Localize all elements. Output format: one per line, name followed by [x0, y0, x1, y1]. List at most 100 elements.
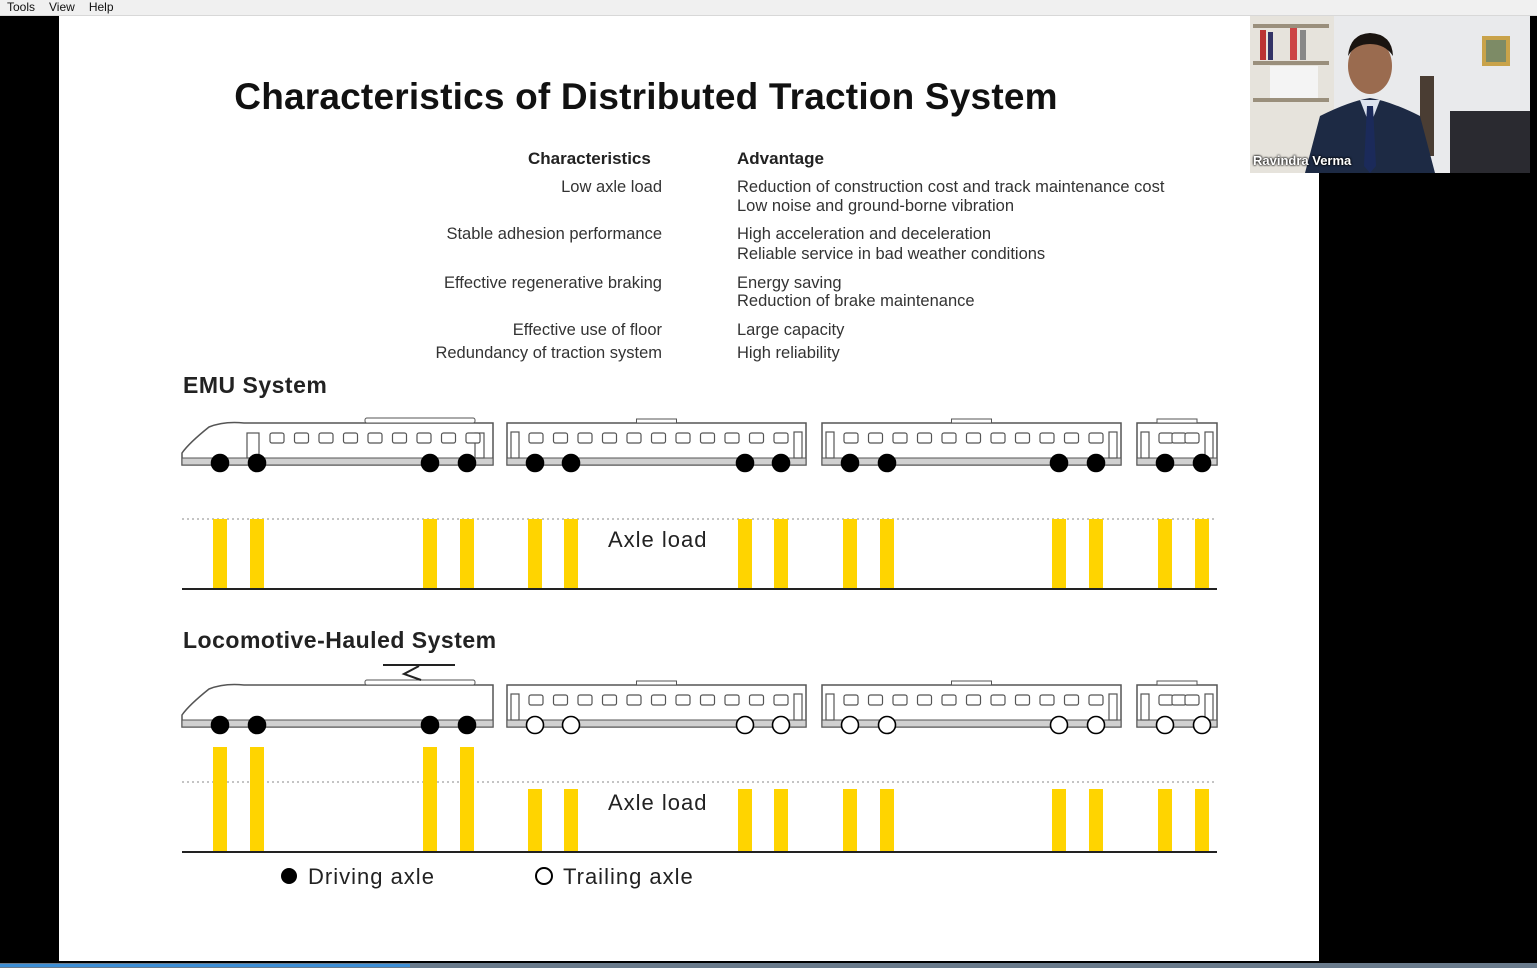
characteristic-3: Effective regenerative braking: [444, 274, 662, 292]
car-roof-unit-2: [636, 680, 677, 686]
advantage-1b: Low noise and ground-borne vibration: [737, 197, 1015, 215]
trailing-axle-marker: [1049, 715, 1069, 735]
advantage-1a: Reduction of construction cost and track…: [737, 178, 1165, 196]
emu-lead-car-skirt: [181, 457, 494, 466]
driving-axle-marker: [210, 453, 230, 473]
emu-heading: EMU System: [183, 372, 328, 398]
axle-load-bar: [528, 789, 542, 852]
car-window-2: [675, 694, 691, 706]
driving-axle-marker: [525, 453, 545, 473]
participant-video-tile[interactable]: Ravindra Verma: [1250, 16, 1530, 173]
trailing-axle-marker: [840, 715, 860, 735]
menu-view[interactable]: View: [49, 0, 75, 14]
car-skirt-4: [1136, 457, 1218, 466]
traction-diagram: Axle load Axle load Driving axle Trailin…: [181, 417, 1218, 889]
emu-lead-car-window: [465, 432, 481, 444]
car-door-2: [510, 693, 520, 721]
emu-lead-car-window: [269, 432, 285, 444]
trailing-axle-marker: [877, 715, 897, 735]
axle-load-bar: [460, 747, 474, 852]
car-window-3: [990, 432, 1006, 444]
driving-axle-marker: [735, 453, 755, 473]
emu-lead-car-window: [318, 432, 334, 444]
car-window-2: [601, 432, 618, 444]
driving-axle-marker: [457, 715, 477, 735]
driving-axle-marker: [1049, 453, 1069, 473]
characteristic-4: Effective use of floor: [512, 321, 662, 339]
status-strip: [0, 963, 1537, 968]
driving-axle-marker: [1155, 453, 1175, 473]
menu-tools[interactable]: Tools: [7, 0, 36, 14]
axle-load-bar: [213, 747, 227, 852]
driving-axle-marker: [561, 453, 581, 473]
advantage-3b: Reduction of brake maintenance: [737, 292, 975, 310]
car-door-4: [1140, 693, 1150, 721]
car-window-3: [892, 432, 908, 444]
axle-load-bar: [423, 747, 437, 852]
driving-axle-marker: [247, 715, 267, 735]
car-window-2: [724, 694, 740, 706]
car-door-3: [1108, 693, 1118, 721]
emu-train-illustration: [181, 417, 1218, 473]
car-door-2: [510, 431, 520, 459]
axle-load-bar: [460, 519, 474, 589]
axle-load-bar: [774, 789, 788, 852]
axle-load-bar: [250, 747, 264, 852]
driving-axle-marker: [210, 715, 230, 735]
emu-lead-car-window: [416, 432, 432, 444]
car-roof-unit-3: [951, 680, 992, 686]
car-skirt-3: [821, 457, 1122, 466]
emu-lead-car-window: [440, 432, 457, 444]
axle-load-bar: [1089, 789, 1103, 852]
axle-load-bar: [564, 789, 578, 852]
driving-axle-marker: [877, 453, 897, 473]
trailing-axle-legend-icon: [535, 867, 553, 885]
axle-load-bar: [880, 789, 894, 852]
car-skirt-2: [506, 719, 807, 728]
trailing-axle-marker: [735, 715, 755, 735]
emu-lead-car-window: [391, 432, 408, 444]
emu-lead-car-window: [293, 432, 310, 444]
driving-axle-marker: [1086, 453, 1106, 473]
emu-axle-load-chart: [182, 518, 1217, 590]
driving-axle-marker: [1192, 453, 1212, 473]
advantage-3a: Energy saving: [737, 274, 842, 292]
car-window-3: [1039, 694, 1055, 706]
axle-load-bar: [564, 519, 578, 589]
locomotive-roof-unit: [364, 679, 476, 686]
car-window-3: [941, 694, 957, 706]
characteristic-1: Low axle load: [561, 178, 662, 196]
car-window-3: [1039, 432, 1055, 444]
car-window-3: [941, 432, 957, 444]
car-window-2: [552, 694, 569, 706]
emu-lead-car-window: [367, 432, 383, 444]
car-window-2: [626, 694, 642, 706]
axle-load-bar: [213, 519, 227, 589]
axle-load-bar: [843, 519, 857, 589]
axle-load-bar: [774, 519, 788, 589]
car-window-3: [916, 432, 933, 444]
trailing-axle-marker: [771, 715, 791, 735]
driving-axle-marker: [420, 453, 440, 473]
legend-driving-label: Driving axle: [308, 864, 435, 889]
car-window-2: [528, 694, 544, 706]
participant-video-feed: [1250, 16, 1530, 173]
car-roof-unit-4: [1156, 418, 1198, 424]
car-window-4: [1158, 694, 1174, 706]
car-window-2: [626, 432, 642, 444]
trailing-axle-marker: [525, 715, 545, 735]
axle-load-bar: [738, 519, 752, 589]
car-window-4: [1184, 432, 1200, 444]
car-window-2: [577, 432, 593, 444]
locomotive-skirt: [181, 719, 494, 728]
menu-help[interactable]: Help: [88, 0, 114, 14]
car-window-3: [1014, 694, 1031, 706]
emu-lead-car-roof-unit: [364, 417, 476, 424]
car-skirt-4: [1136, 719, 1218, 728]
axle-load-bar: [250, 519, 264, 589]
car-window-3: [916, 694, 933, 706]
driving-axle-marker: [457, 453, 477, 473]
car-door-2: [793, 693, 803, 721]
car-window-3: [843, 694, 859, 706]
axle-load-bar: [528, 519, 542, 589]
